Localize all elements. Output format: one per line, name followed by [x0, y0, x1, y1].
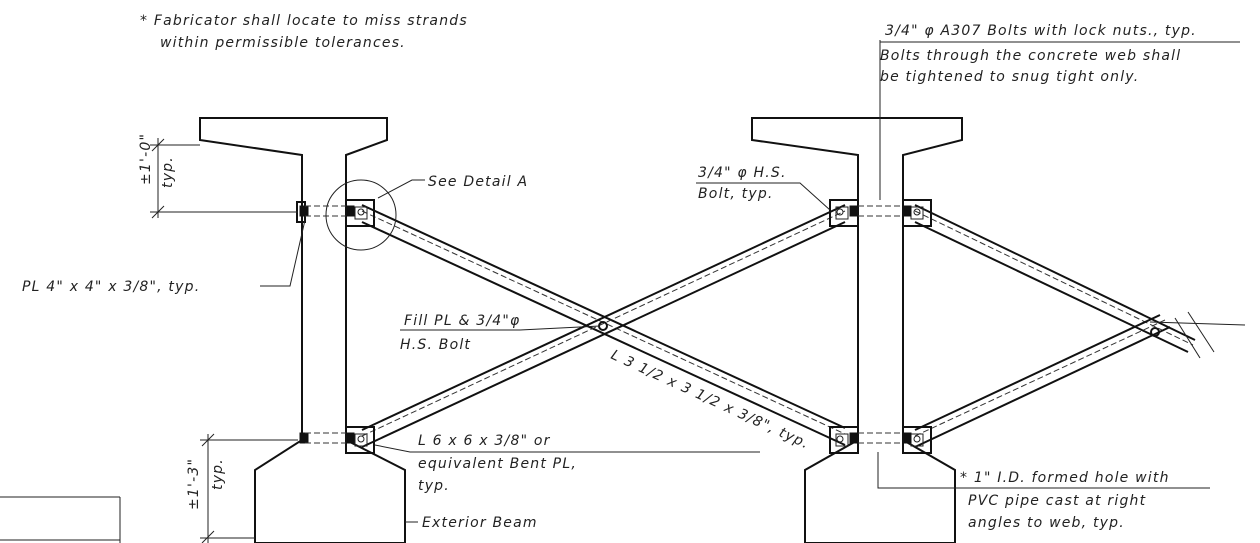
- plate-label: PL 4" x 4" x 3/8", typ.: [22, 279, 200, 295]
- fabricator-note-line1: * Fabricator shall locate to miss strand…: [140, 13, 468, 29]
- left-bottom-connection: [299, 426, 375, 454]
- dimension-top-value: ±1'-0": [138, 133, 154, 185]
- fabricator-note-line2: within permissible tolerances.: [160, 35, 406, 51]
- see-detail-label: See Detail A: [428, 174, 528, 190]
- right-bottom-left-connection: [829, 426, 859, 454]
- dimension-top: [150, 138, 298, 219]
- right-bottom-right-connection: [858, 426, 932, 454]
- formed-hole-label-line1: * 1" I.D. formed hole with: [960, 470, 1170, 486]
- left-exterior-beam: [199, 117, 406, 543]
- cross-angle-label: L 3 1/2 x 3 1/2 x 3/8", typ.: [608, 347, 812, 453]
- title-block-fragment: [0, 496, 121, 543]
- fill-plate-label-line1: Fill PL & 3/4"φ: [404, 313, 520, 329]
- detail-a-circle: [325, 179, 397, 251]
- dimension-bottom-typ: typ.: [210, 458, 226, 490]
- angle-bottom-label-line2: equivalent Bent PL,: [418, 456, 577, 472]
- right-top-left-connection: [829, 199, 859, 227]
- angle-bottom-label-line1: L 6 x 6 x 3/8" or: [418, 433, 551, 449]
- exterior-beam-label: Exterior Beam: [422, 515, 538, 531]
- fill-plate-label-line2: H.S. Bolt: [400, 337, 471, 353]
- formed-hole-label-line2: PVC pipe cast at right: [968, 493, 1146, 509]
- dimension-bottom-value: ±1'-3": [186, 458, 202, 510]
- a307-note-line3: be tightened to snug tight only.: [880, 69, 1139, 85]
- formed-hole-label-line3: angles to web, typ.: [968, 515, 1125, 531]
- right-top-right-connection: [858, 199, 932, 227]
- dimension-top-typ: typ.: [160, 156, 176, 188]
- a307-note-line2: Bolts through the concrete web shall: [880, 48, 1181, 64]
- break-line: [1149, 311, 1246, 359]
- cross-brace-up: [361, 204, 846, 448]
- dimension-bottom: [200, 433, 298, 543]
- right-interior-beam: [751, 117, 963, 543]
- a307-note-line1: 3/4" φ A307 Bolts with lock nuts., typ.: [885, 23, 1197, 39]
- left-top-connection: [296, 199, 375, 227]
- right-bay-bolt: [1150, 327, 1160, 337]
- hs-bolt-label-line2: Bolt, typ.: [698, 186, 774, 202]
- leader-lines: [260, 40, 1240, 523]
- right-bay-brace-down: [914, 204, 1196, 353]
- right-bay-brace-up: [914, 314, 1171, 448]
- hs-bolt-label-line1: 3/4" φ H.S.: [698, 165, 787, 181]
- angle-bottom-label-line3: typ.: [418, 478, 450, 494]
